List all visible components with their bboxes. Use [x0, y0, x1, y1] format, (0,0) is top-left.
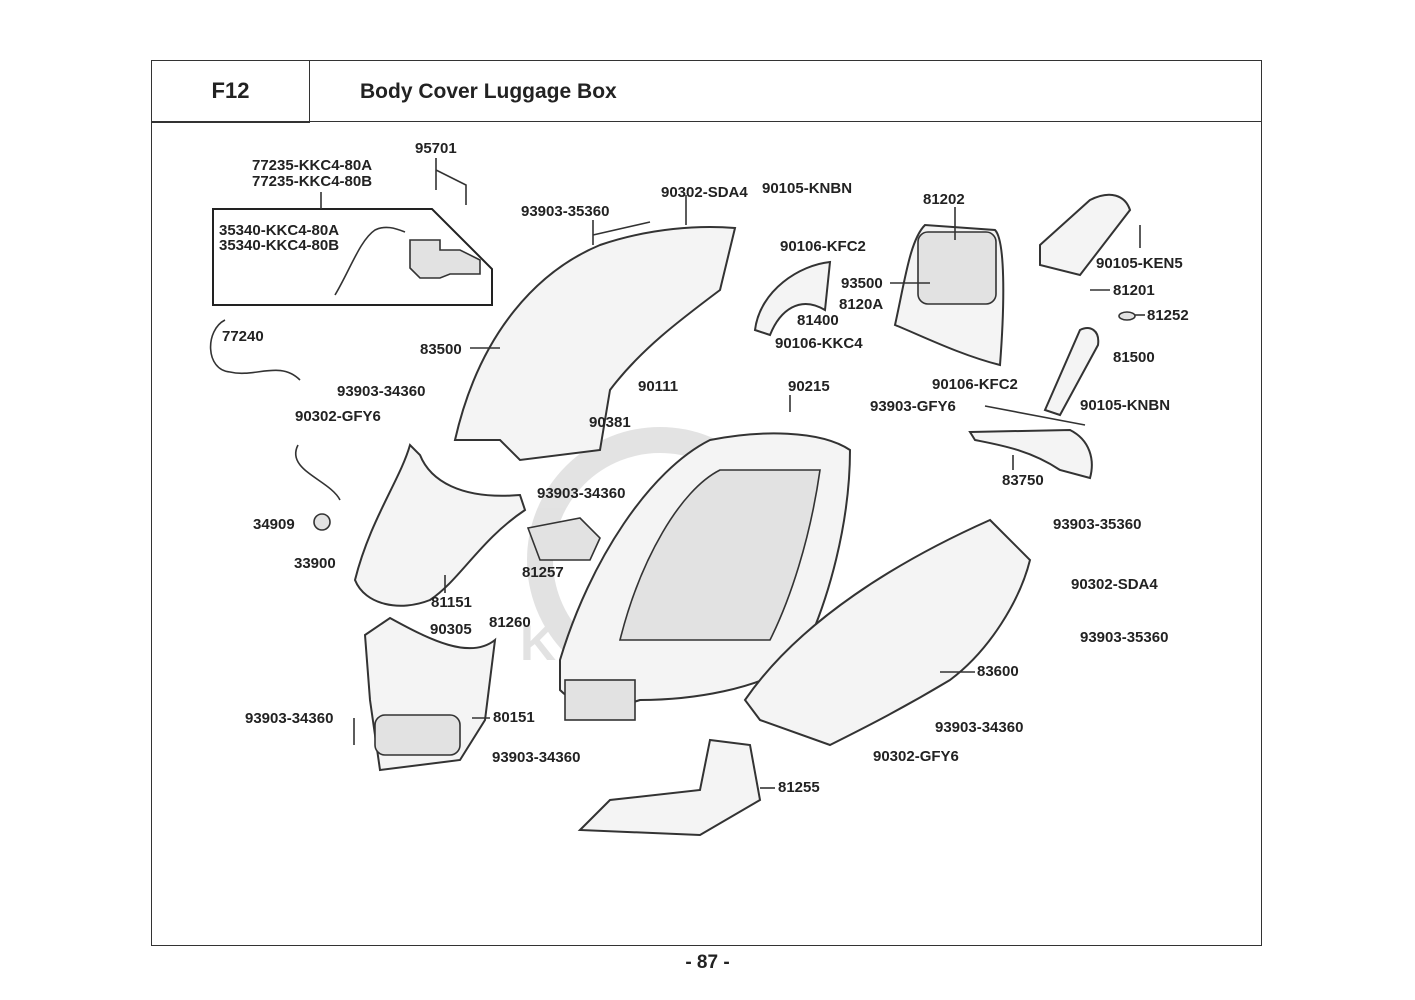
header-code-cell — [151, 60, 310, 123]
part-callout-93903-34360: 93903-34360 — [337, 383, 426, 400]
part-callout-93903-35360: 93903-35360 — [1053, 516, 1142, 533]
part-callout-95701: 95701 — [415, 140, 457, 157]
part-callout-33900: 33900 — [294, 555, 336, 572]
part-callout-77235-kkc4-80a: 77235-KKC4-80A — [252, 157, 373, 174]
diagram-frame — [151, 60, 1262, 946]
part-callout-34909: 34909 — [253, 516, 295, 533]
part-callout-81151: 81151 — [431, 594, 472, 611]
part-callout-93500: 93500 — [841, 275, 883, 292]
part-callout-81400: 81400 — [797, 312, 839, 329]
figure-code: F12 — [211, 78, 250, 103]
part-callout-81260: 81260 — [489, 614, 531, 631]
part-callout-93903-35360: 93903-35360 — [521, 203, 610, 220]
frame-81201 — [1039, 193, 1132, 277]
part-callout-83750: 83750 — [1002, 472, 1044, 489]
part-callout-77240: 77240 — [222, 328, 264, 345]
part-callout-90106-kfc2: 90106-KFC2 — [780, 238, 866, 255]
mat-81255 — [577, 738, 762, 837]
leader-lines — [353, 158, 1145, 789]
figure-title: Body Cover Luggage Box — [360, 80, 617, 103]
part-callout-90111: 90111 — [638, 378, 679, 395]
cable-77240 — [209, 319, 301, 381]
part-callout-90215: 90215 — [788, 378, 830, 395]
luggage-box-base — [564, 679, 636, 721]
lock-actuator — [409, 239, 481, 279]
part-callout-90302-sda4: 90302-SDA4 — [1071, 576, 1158, 593]
part-callout-93903-gfy6: 93903-GFY6 — [870, 398, 956, 415]
lock-cable — [334, 226, 406, 296]
lock-kit-box — [212, 208, 493, 306]
part-callout-83600: 83600 — [977, 663, 1019, 680]
part-callout-93903-34360: 93903-34360 — [537, 485, 626, 502]
front-grille — [374, 714, 461, 756]
grab-rail-81400 — [753, 260, 832, 337]
cover-81257 — [526, 517, 601, 561]
side-cover-83600 — [743, 518, 1032, 747]
part-callout-83500: 83500 — [420, 341, 462, 358]
part-callout-90381: 90381 — [589, 414, 631, 431]
part-callout-90105-knbn: 90105-KNBN — [1080, 397, 1171, 414]
part-callout-35340-kkc4-80b: 35340-KKC4-80B — [219, 237, 340, 254]
part-callout-81500: 81500 — [1113, 349, 1155, 366]
part-callout-81201: 81201 — [1113, 282, 1155, 299]
part-callout-8120a: 8120A — [839, 296, 884, 313]
part-callout-81257: 81257 — [522, 564, 564, 581]
part-callout-90302-sda4: 90302-SDA4 — [661, 184, 748, 201]
part-callout-77235-kkc4-80b: 77235-KKC4-80B — [252, 173, 373, 190]
page-number: - 87 - — [685, 952, 730, 973]
part-callout-90105-ken5: 90105-KEN5 — [1096, 255, 1183, 272]
part-callout-93903-34360: 93903-34360 — [492, 749, 581, 766]
grab-rail-81500 — [1043, 327, 1100, 417]
part-callout-90105-knbn: 90105-KNBN — [762, 180, 853, 197]
part-callout-81255: 81255 — [778, 779, 820, 796]
header-divider — [151, 121, 1262, 122]
part-callout-90305: 90305 — [430, 621, 472, 638]
inner-cover-83500 — [453, 226, 737, 462]
part-callout-90302-gfy6: 90302-GFY6 — [295, 408, 381, 425]
cap-81252 — [1118, 311, 1136, 321]
part-callout-90302-gfy6: 90302-GFY6 — [873, 748, 959, 765]
part-callout-80151: 80151 — [493, 709, 535, 726]
part-callout-81202: 81202 — [923, 191, 965, 208]
backrest-pad — [917, 231, 997, 305]
part-callout-93903-34360: 93903-34360 — [935, 719, 1024, 736]
part-callout-90106-kkc4: 90106-KKC4 — [775, 335, 863, 352]
cover-81151 — [353, 443, 527, 607]
switch-33900 — [313, 513, 331, 531]
cover-83750 — [968, 428, 1093, 480]
part-callout-93903-34360: 93903-34360 — [245, 710, 334, 727]
part-callout-35340-kkc4-80a: 35340-KKC4-80A — [219, 222, 340, 239]
part-callout-81252: 81252 — [1147, 307, 1189, 324]
part-callout-90106-kfc2: 90106-KFC2 — [932, 376, 1018, 393]
part-callout-93903-35360: 93903-35360 — [1080, 629, 1169, 646]
